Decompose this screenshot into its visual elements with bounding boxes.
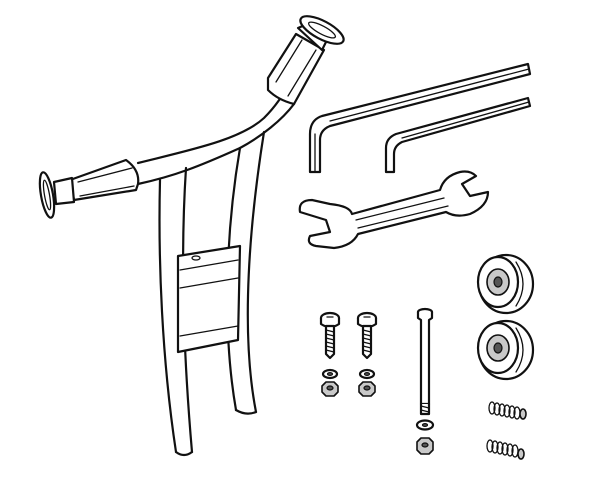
- pulley-bore: [493, 342, 503, 354]
- spring-coil: [491, 440, 499, 454]
- grip-left-end-cap-inner: [42, 179, 52, 211]
- bolt: [356, 311, 378, 360]
- axle-tip: [419, 402, 431, 416]
- spring-coil: [496, 441, 504, 455]
- pulley-wheel: [476, 319, 535, 381]
- nut-hole: [421, 442, 429, 448]
- grip-right: [266, 15, 345, 106]
- allen-key-large-edge: [329, 68, 530, 122]
- grip-right-line: [287, 49, 317, 97]
- spring: [486, 439, 525, 460]
- wrench-edge: [355, 197, 445, 221]
- wrench-body: [298, 170, 490, 250]
- allen-key-small-edge: [401, 101, 530, 139]
- spring-coil: [488, 401, 496, 415]
- spring-coil: [503, 404, 511, 418]
- spring: [488, 401, 527, 420]
- bolt-thread: [325, 329, 335, 353]
- frame-right-leg-outer: [246, 130, 266, 414]
- pulley-groove: [515, 261, 524, 307]
- spring-coil: [493, 402, 501, 416]
- wrench: [298, 170, 490, 250]
- grip-left-flare: [52, 176, 76, 206]
- grip-right-line: [275, 39, 303, 83]
- cross-brace-fold: [179, 325, 239, 337]
- grip-right-end-cap: [299, 15, 345, 45]
- nut: [321, 368, 339, 397]
- pulley-bore: [493, 276, 503, 288]
- allen-key-large: [308, 62, 532, 174]
- grip-right-end-cap-inner: [307, 21, 337, 39]
- frame-top-bar-upper: [136, 84, 290, 165]
- grip-left-line: [79, 185, 135, 197]
- spring-coil: [506, 443, 514, 457]
- cross-brace-fold: [179, 259, 239, 271]
- threaded-axle: [416, 307, 434, 416]
- washer-hole: [326, 372, 334, 377]
- cross-brace-hole: [191, 255, 201, 261]
- cross-brace-plate: [176, 244, 242, 354]
- pulley-wheel: [476, 253, 535, 315]
- spring-end: [519, 408, 527, 420]
- spring-coil: [498, 403, 506, 417]
- grip-left: [38, 158, 140, 219]
- frame-left-leg-outer: [158, 178, 178, 454]
- wrench-edge: [357, 205, 449, 229]
- allen-key-small-body: [384, 96, 532, 174]
- grip-left-line: [77, 167, 133, 183]
- nut-hole: [363, 385, 371, 391]
- washer-hole: [421, 423, 429, 428]
- nut: [416, 437, 434, 455]
- washer: [415, 419, 435, 431]
- nut: [358, 368, 376, 397]
- grip-left-body: [68, 158, 140, 202]
- axle-thread: [420, 405, 430, 413]
- spring-end: [517, 448, 525, 460]
- frame-right-foot: [234, 408, 258, 415]
- allen-key-small: [384, 96, 532, 174]
- frame-top-bar-lower: [136, 102, 296, 186]
- washer-hole: [363, 372, 371, 377]
- grip-right-body: [266, 32, 326, 106]
- pulley-groove: [515, 327, 524, 373]
- bolt: [319, 311, 341, 360]
- cross-brace: [176, 244, 242, 354]
- nut-hole: [326, 385, 334, 391]
- spring-coil: [486, 439, 494, 453]
- spring-coil: [501, 442, 509, 456]
- bolt-thread: [362, 329, 372, 353]
- frame-left-foot: [174, 450, 194, 457]
- axle-shaft: [416, 310, 434, 406]
- spring-coil: [508, 405, 516, 419]
- cross-brace-fold: [179, 277, 239, 289]
- grip-left-end-cap: [38, 171, 56, 219]
